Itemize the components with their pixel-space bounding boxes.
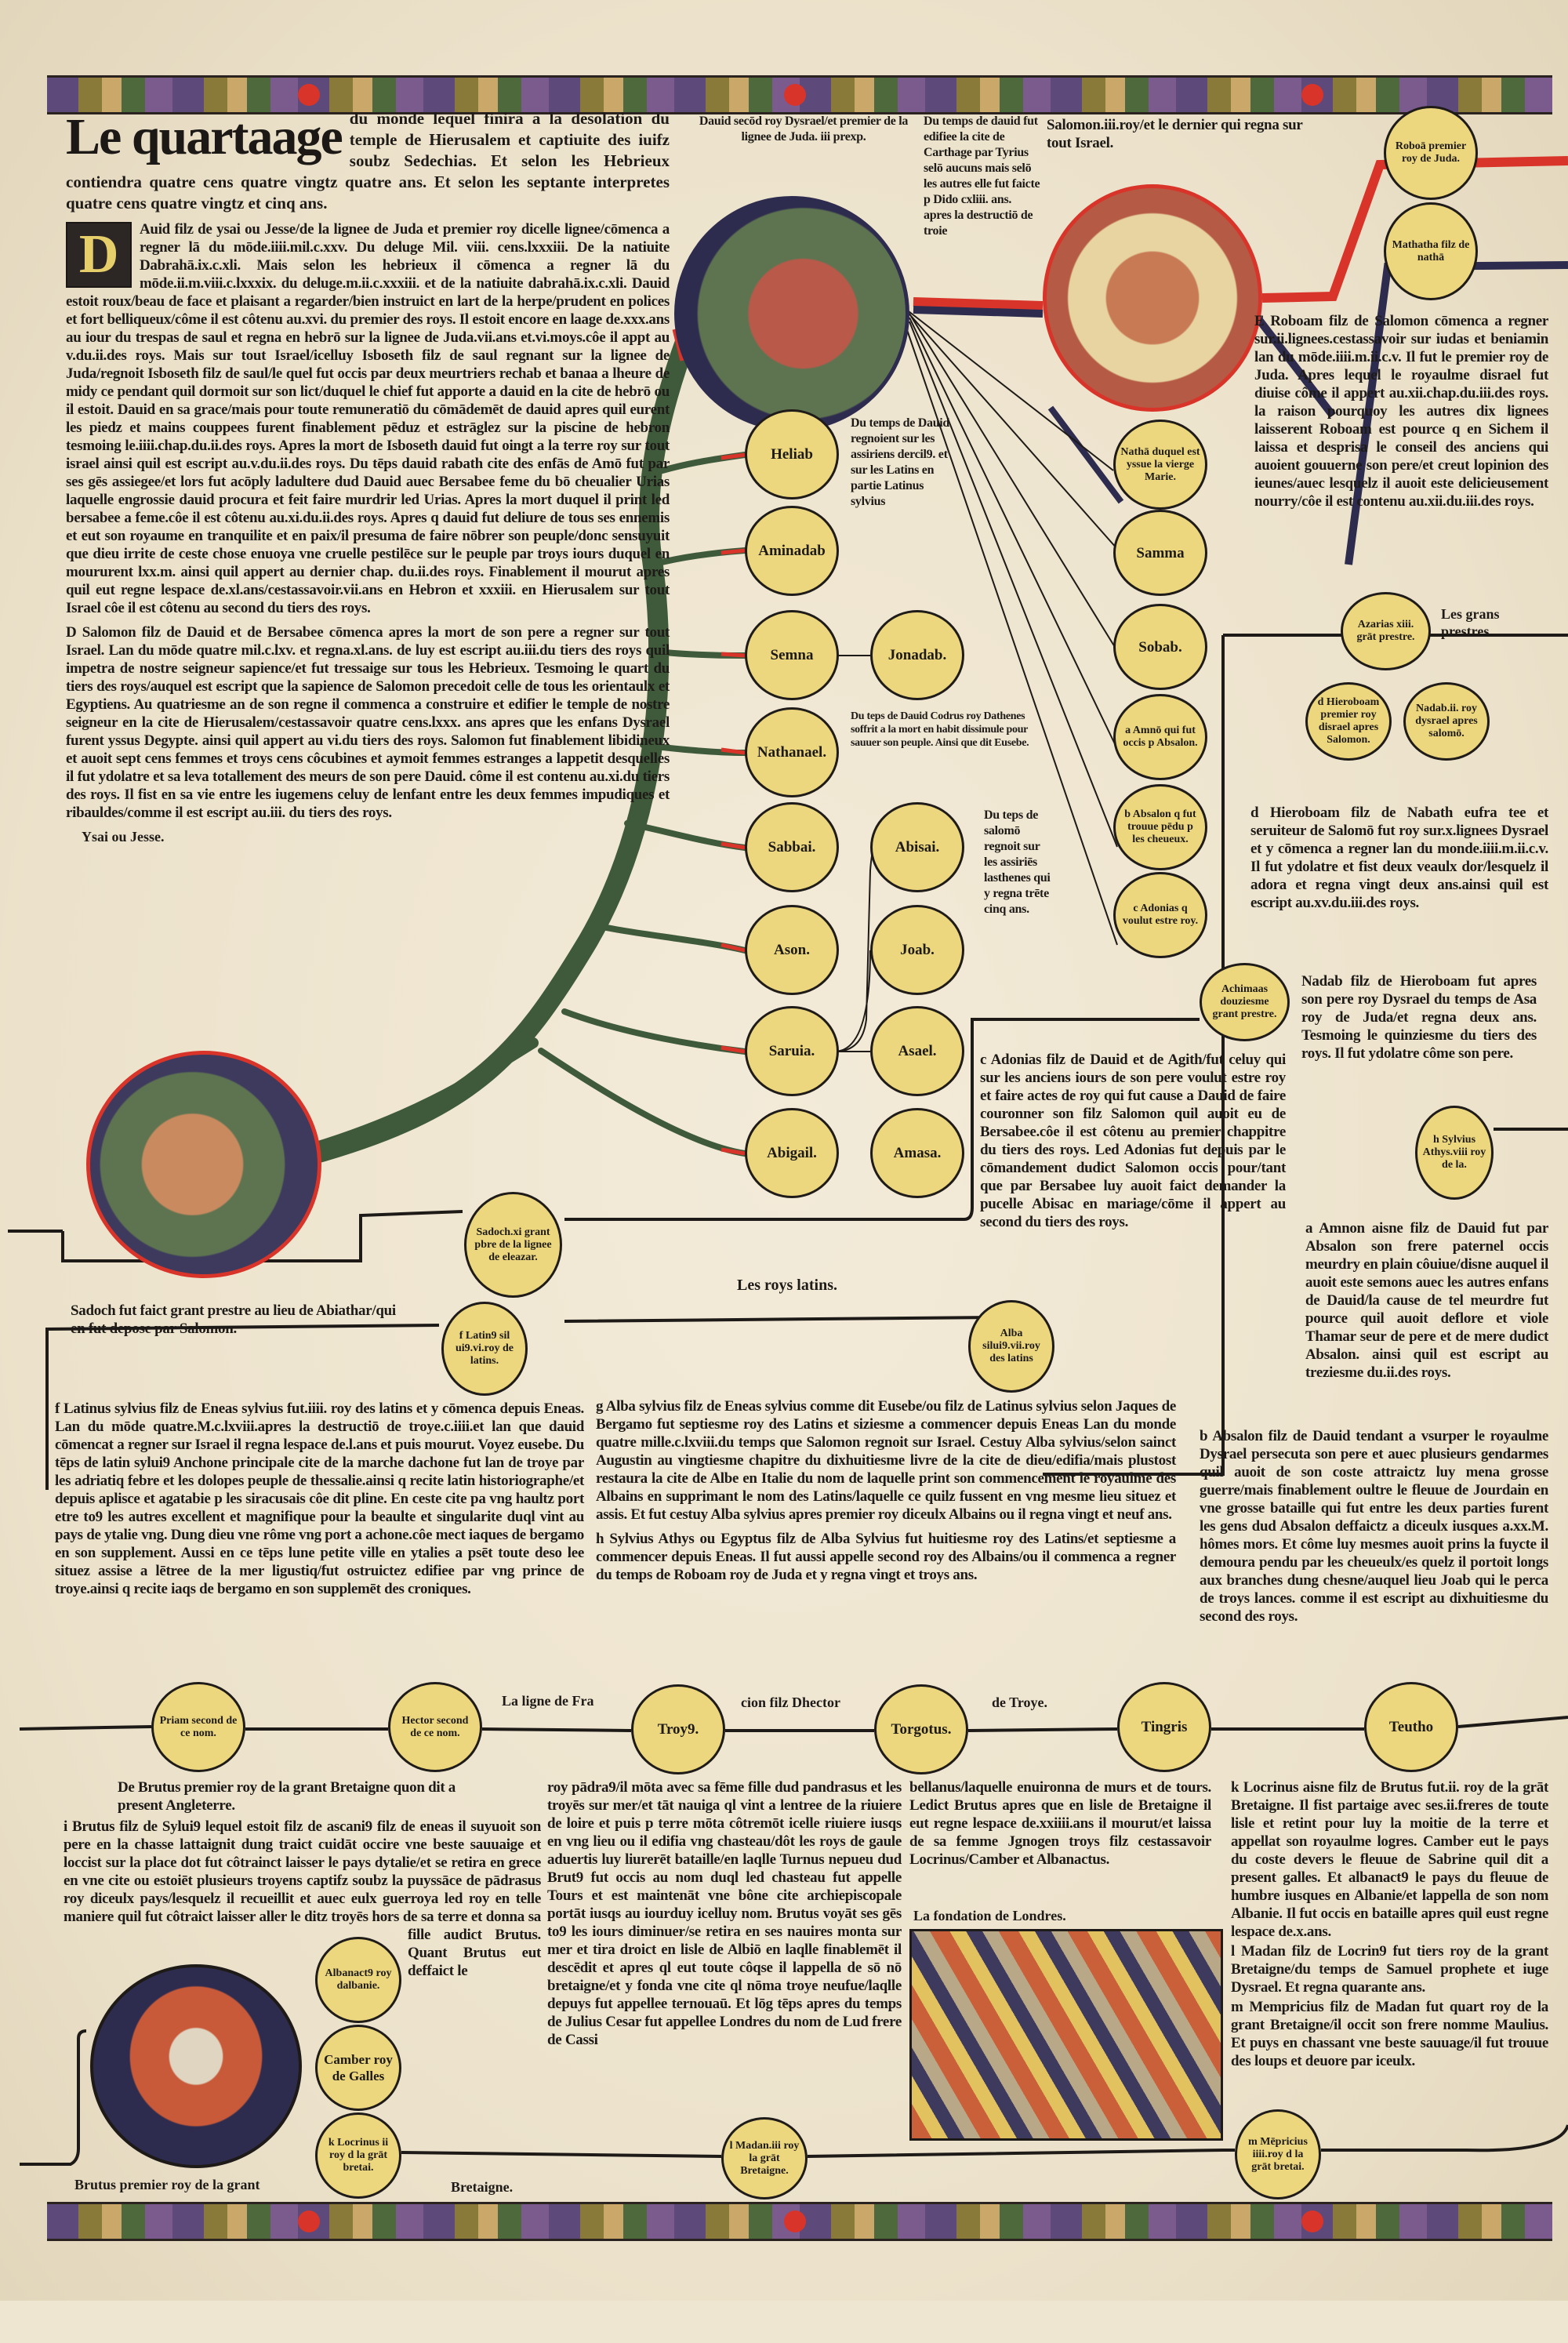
king-david-harp-illustration [674,196,909,431]
brutus-sons-paragraph: bellanus/laquelle enuironna de murs et d… [909,1779,1211,1868]
circle-roboam: Roboā premier roy de Juda. [1384,106,1478,200]
circle-sabbai: Sabbai. [745,802,839,892]
latin-kings-column: g Alba sylvius filz de Eneas sylvius com… [596,1397,1176,1590]
circle-hieroboam: d Hieroboam premier roy disrael apres Sa… [1305,682,1392,761]
brutus-paragraph: i Brutus filz de Sylui9 lequel estoit fi… [64,1818,541,1979]
locrinus-paragraph: k Locrinus aisne filz de Brutus fut.ii. … [1231,1779,1548,1940]
circle-troy: Troy9. [631,1684,725,1775]
ligne-france-label-1: La ligne de Fra [502,1693,594,1709]
codrus-note: Du teps de Dauid Codrus roy Dathenes sof… [851,710,1029,749]
britain-kings-column: k Locrinus aisne filz de Brutus fut.ii. … [1231,1778,1548,2076]
title-subtitle-part: du monde lequel finira a la desolation d… [66,109,670,213]
london-city-illustration [909,1929,1223,2141]
brutus-continuation-paragraph: roy pādra9/il mōta avec sa fēme fille du… [547,1779,902,2048]
jesse-caption: Ysai ou Jesse. [82,829,165,845]
circle-teutho: Teutho [1364,1682,1458,1772]
salomon-paragraph: D Salomon filz de Dauid et de Bersabee c… [66,624,670,821]
bottom-decorative-border [47,2202,1552,2241]
brutus-heading: De Brutus premier roy de la grant Bretai… [118,1779,456,1814]
circle-albanact: Albanact9 roy dalbanie. [315,1937,401,2023]
page-title: Le quartaage [66,108,343,165]
ligne-france-label-3: de Troye. [992,1695,1047,1710]
londres-caption: La fondation de Londres. [913,1908,1066,1923]
circle-saruia: Saruia. [745,1006,839,1096]
sylvius-athys-paragraph: h Sylvius Athys ou Egyptus filz de Alba … [596,1531,1176,1583]
latinus-paragraph: f Latinus sylvius filz de Eneas sylvius … [55,1400,584,1597]
circle-mathatha: Mathatha filz de nathā [1384,202,1478,300]
circle-amnon: a Amnō qui fut occis p Absalon. [1113,694,1207,780]
circle-abisai: Abisai. [870,802,964,892]
circle-aminadab: Aminadab [745,506,839,596]
circle-nathan: Nathā duquel est yssue la vierge Marie. [1113,420,1207,510]
brutus-caption-2: Bretaigne. [451,2179,514,2195]
circle-nathanael: Nathanael. [745,707,839,797]
circle-alba: Alba silui9.vii.roy des latins [968,1300,1054,1393]
circle-eliab: Heliab [745,409,839,499]
decorated-initial-d: D [66,222,132,288]
salomon-caption: Salomon.iii.roy/et le dernier qui regna … [1047,117,1303,151]
left-text-column: Le quartaage du monde lequel finira a la… [66,108,670,845]
circle-madan: l Madan.iii roy la grāt Bretaigne. [721,2117,808,2200]
carthage-caption: Du temps de dauid fut edifiee la cite de… [924,114,1040,238]
circle-hector: Hector second de ce nom. [388,1682,482,1772]
sadoch-caption: Sadoch fut faict grant prestre au lieu d… [71,1302,396,1337]
top-decorative-border [47,75,1552,114]
circle-mempricius: m Mēpricius iiii.roy d la grāt bretai. [1235,2109,1321,2200]
circle-abigail: Abigail. [745,1108,839,1198]
circle-nadab: Nadab.ii. roy dysrael apres salomō. [1403,682,1490,761]
circle-achimaas: Achimaas douziesme grant prestre. [1200,963,1290,1041]
david-paragraph: D Auid filz de ysai ou Jesse/de la ligne… [66,221,670,616]
circle-sobab: Sobab. [1113,604,1207,690]
lasthenes-note: Du teps de salomō regnoit sur les assiri… [984,808,1051,916]
circle-locrinus: k Locrinus ii roy d la grāt bretai. [315,2112,401,2199]
circle-ason: Ason. [745,905,839,995]
circle-torgotus: Torgotus. [874,1684,968,1775]
ligne-france-label-2: cion filz Dhector [741,1695,840,1710]
king-salomon-throne-illustration [1043,184,1262,412]
circle-amasa: Amasa. [870,1108,964,1198]
circle-samma: Samma [1113,510,1207,596]
circle-camber: Camber roy de Galles [315,2025,401,2111]
adonias-paragraph: c Adonias filz de Dauid et de Agith/fut … [980,1052,1286,1230]
amnon-paragraph: a Amnon aisne filz de Dauid fut par Absa… [1305,1220,1548,1381]
circle-sylvius-athys: h Sylvius Athys.viii roy de la. [1415,1106,1494,1200]
hieroboam-paragraph: d Hieroboam filz de Nabath eufra tee et … [1250,805,1548,911]
brutus-king-illustration [90,1964,302,2168]
circle-sadoch: Sadoch.xi grant pbre de la lignee de ele… [464,1192,562,1298]
title-block: Le quartaage du monde lequel finira a la… [66,108,670,214]
jesse-sleeping-illustration [86,1051,321,1278]
alba-paragraph: g Alba sylvius filz de Eneas sylvius com… [596,1398,1176,1523]
circle-asael: Asael. [870,1006,964,1096]
david-caption: Dauid secōd roy Dysrael/et premier de la… [699,114,909,143]
circle-absalon: b Absalon q fut trouue pēdu p les cheueu… [1113,784,1207,870]
circle-azarias: Azarias xiii. grāt prestre. [1341,592,1431,670]
circle-latinus: f Latin9 sil ui9.vi.roy de latins. [441,1302,528,1396]
grans-prestres-label: Les grans prestres. [1441,606,1500,639]
assiriens-note: Du temps de Dauid regnoient sur les assi… [851,416,950,508]
mempricius-paragraph: m Mempricius filz de Madan fut quart roy… [1231,1999,1548,2069]
madan-paragraph: l Madan filz de Locrin9 fut tiers roy de… [1231,1943,1548,1996]
absalon-paragraph: b Absalon filz de Dauid tendant a vsurpe… [1200,1428,1548,1625]
roboam-paragraph: E Roboam filz de Salomon cōmenca a regne… [1254,313,1548,510]
circle-adonias: c Adonias q voulut estre roy. [1113,872,1207,958]
circle-joab: Joab. [870,905,964,995]
circle-jonadab: Jonadab. [870,610,964,700]
brutus-caption-1: Brutus premier roy de la grant [74,2177,260,2192]
roys-latins-label: Les roys latins. [737,1277,837,1294]
nadab-paragraph: Nadab filz de Hieroboam fut apres son pe… [1301,973,1537,1062]
circle-tingris: Tingris [1117,1682,1211,1772]
circle-priam: Priam second de ce nom. [151,1682,245,1772]
circle-semna: Semna [745,610,839,700]
